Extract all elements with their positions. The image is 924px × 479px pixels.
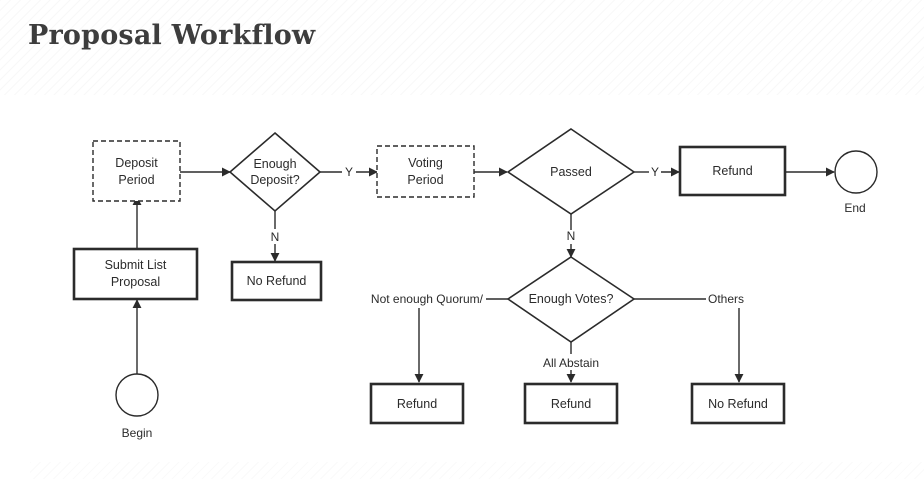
enough-deposit-decision: Enough Deposit? (228, 131, 322, 213)
passed-no-label: N (567, 229, 576, 243)
no-refund-deposit-node: No Refund (230, 260, 323, 302)
passed-yes-label: Y (651, 165, 659, 179)
deposit-period-label-line2: Period (118, 173, 154, 187)
deposit-period-node: Deposit Period (92, 140, 181, 202)
enough-votes-decision: Enough Votes? (506, 256, 636, 343)
footer-background (30, 462, 924, 479)
submit-proposal-node: Submit List Proposal (72, 247, 199, 301)
voting-period-label-line2: Period (407, 173, 443, 187)
edge-labels: Y N Y N Not enough Quorum/ All Abstain O… (271, 165, 744, 370)
refund-passed-label: Refund (712, 164, 752, 178)
end-label: End (844, 201, 865, 215)
begin-node: Begin (115, 373, 159, 440)
quorum-label: Not enough Quorum/ (371, 292, 484, 306)
refund-quorum-label: Refund (397, 397, 437, 411)
enough-deposit-label-line1: Enough (253, 157, 296, 171)
voting-period-label-line1: Voting (408, 156, 443, 170)
refund-quorum-node: Refund (369, 382, 465, 425)
page-title: Proposal Workflow (28, 20, 316, 51)
refund-passed-node: Refund (678, 145, 787, 197)
deposit-no-label: N (271, 230, 280, 244)
no-refund-deposit-label: No Refund (247, 274, 307, 288)
submit-label-line1: Submit List (105, 258, 167, 272)
passed-decision: Passed (506, 128, 636, 215)
others-label: Others (708, 292, 744, 306)
voting-period-node: Voting Period (376, 145, 475, 198)
deposit-period-label-line1: Deposit (115, 156, 158, 170)
refund-abstain-node: Refund (523, 382, 619, 425)
no-refund-others-node: No Refund (690, 382, 786, 425)
end-node: End (834, 150, 878, 215)
abstain-label: All Abstain (543, 356, 599, 370)
refund-abstain-label: Refund (551, 397, 591, 411)
passed-label: Passed (550, 165, 592, 179)
submit-label-line2: Proposal (111, 275, 160, 289)
deposit-yes-label: Y (345, 165, 353, 179)
header-background (0, 0, 924, 95)
begin-label: Begin (122, 426, 153, 440)
enough-deposit-label-line2: Deposit? (250, 173, 299, 187)
enough-votes-label: Enough Votes? (529, 292, 614, 306)
connectors (132, 167, 835, 383)
no-refund-others-label: No Refund (708, 397, 768, 411)
